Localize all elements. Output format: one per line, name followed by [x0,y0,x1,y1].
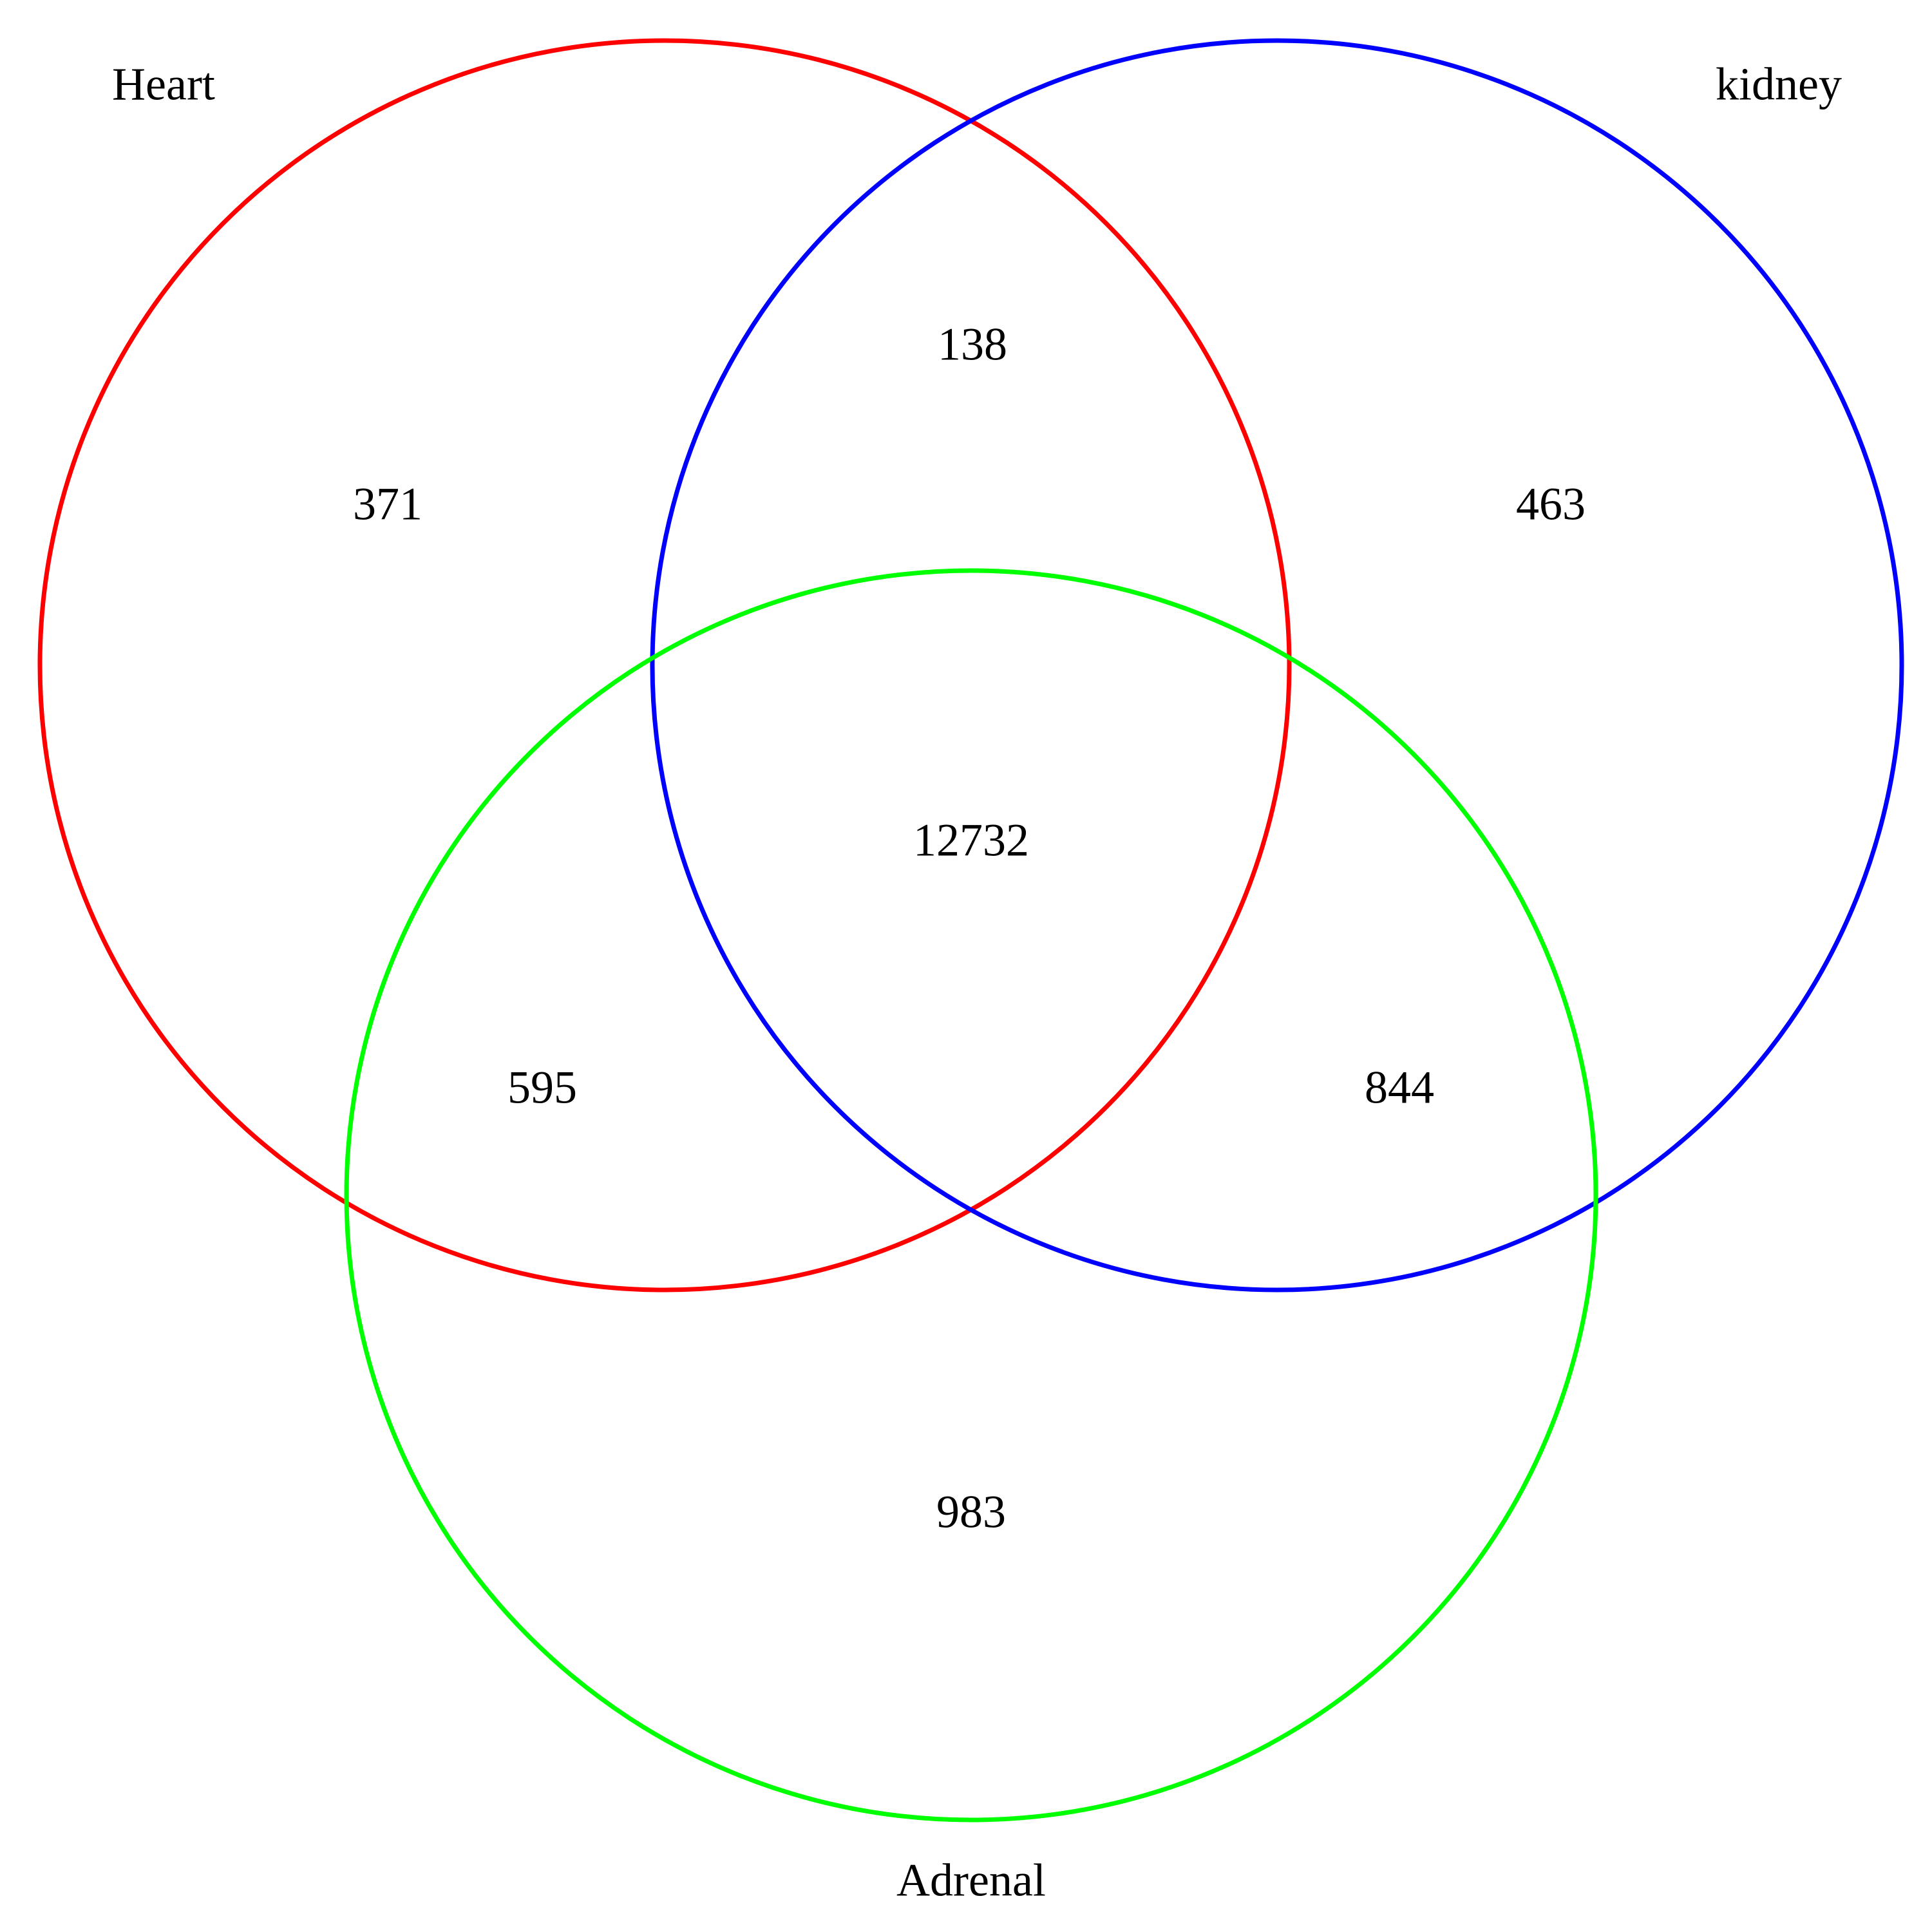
count-all-three: 12732 [913,815,1029,866]
count-heart-only: 371 [353,478,422,530]
count-adrenal-only: 983 [936,1486,1006,1538]
adrenal-circle [344,568,1598,1823]
count-heart-adrenal: 595 [507,1062,577,1113]
count-kidney-only: 463 [1516,478,1586,530]
heart-label: Heart [112,59,215,110]
count-kidney-adrenal: 844 [1365,1062,1434,1113]
count-heart-kidney: 138 [938,319,1007,370]
kidney-circle [650,38,1904,1293]
kidney-label: kidney [1716,59,1842,110]
adrenal-label: Adrenal [896,1855,1046,1906]
heart-circle [37,38,1292,1293]
